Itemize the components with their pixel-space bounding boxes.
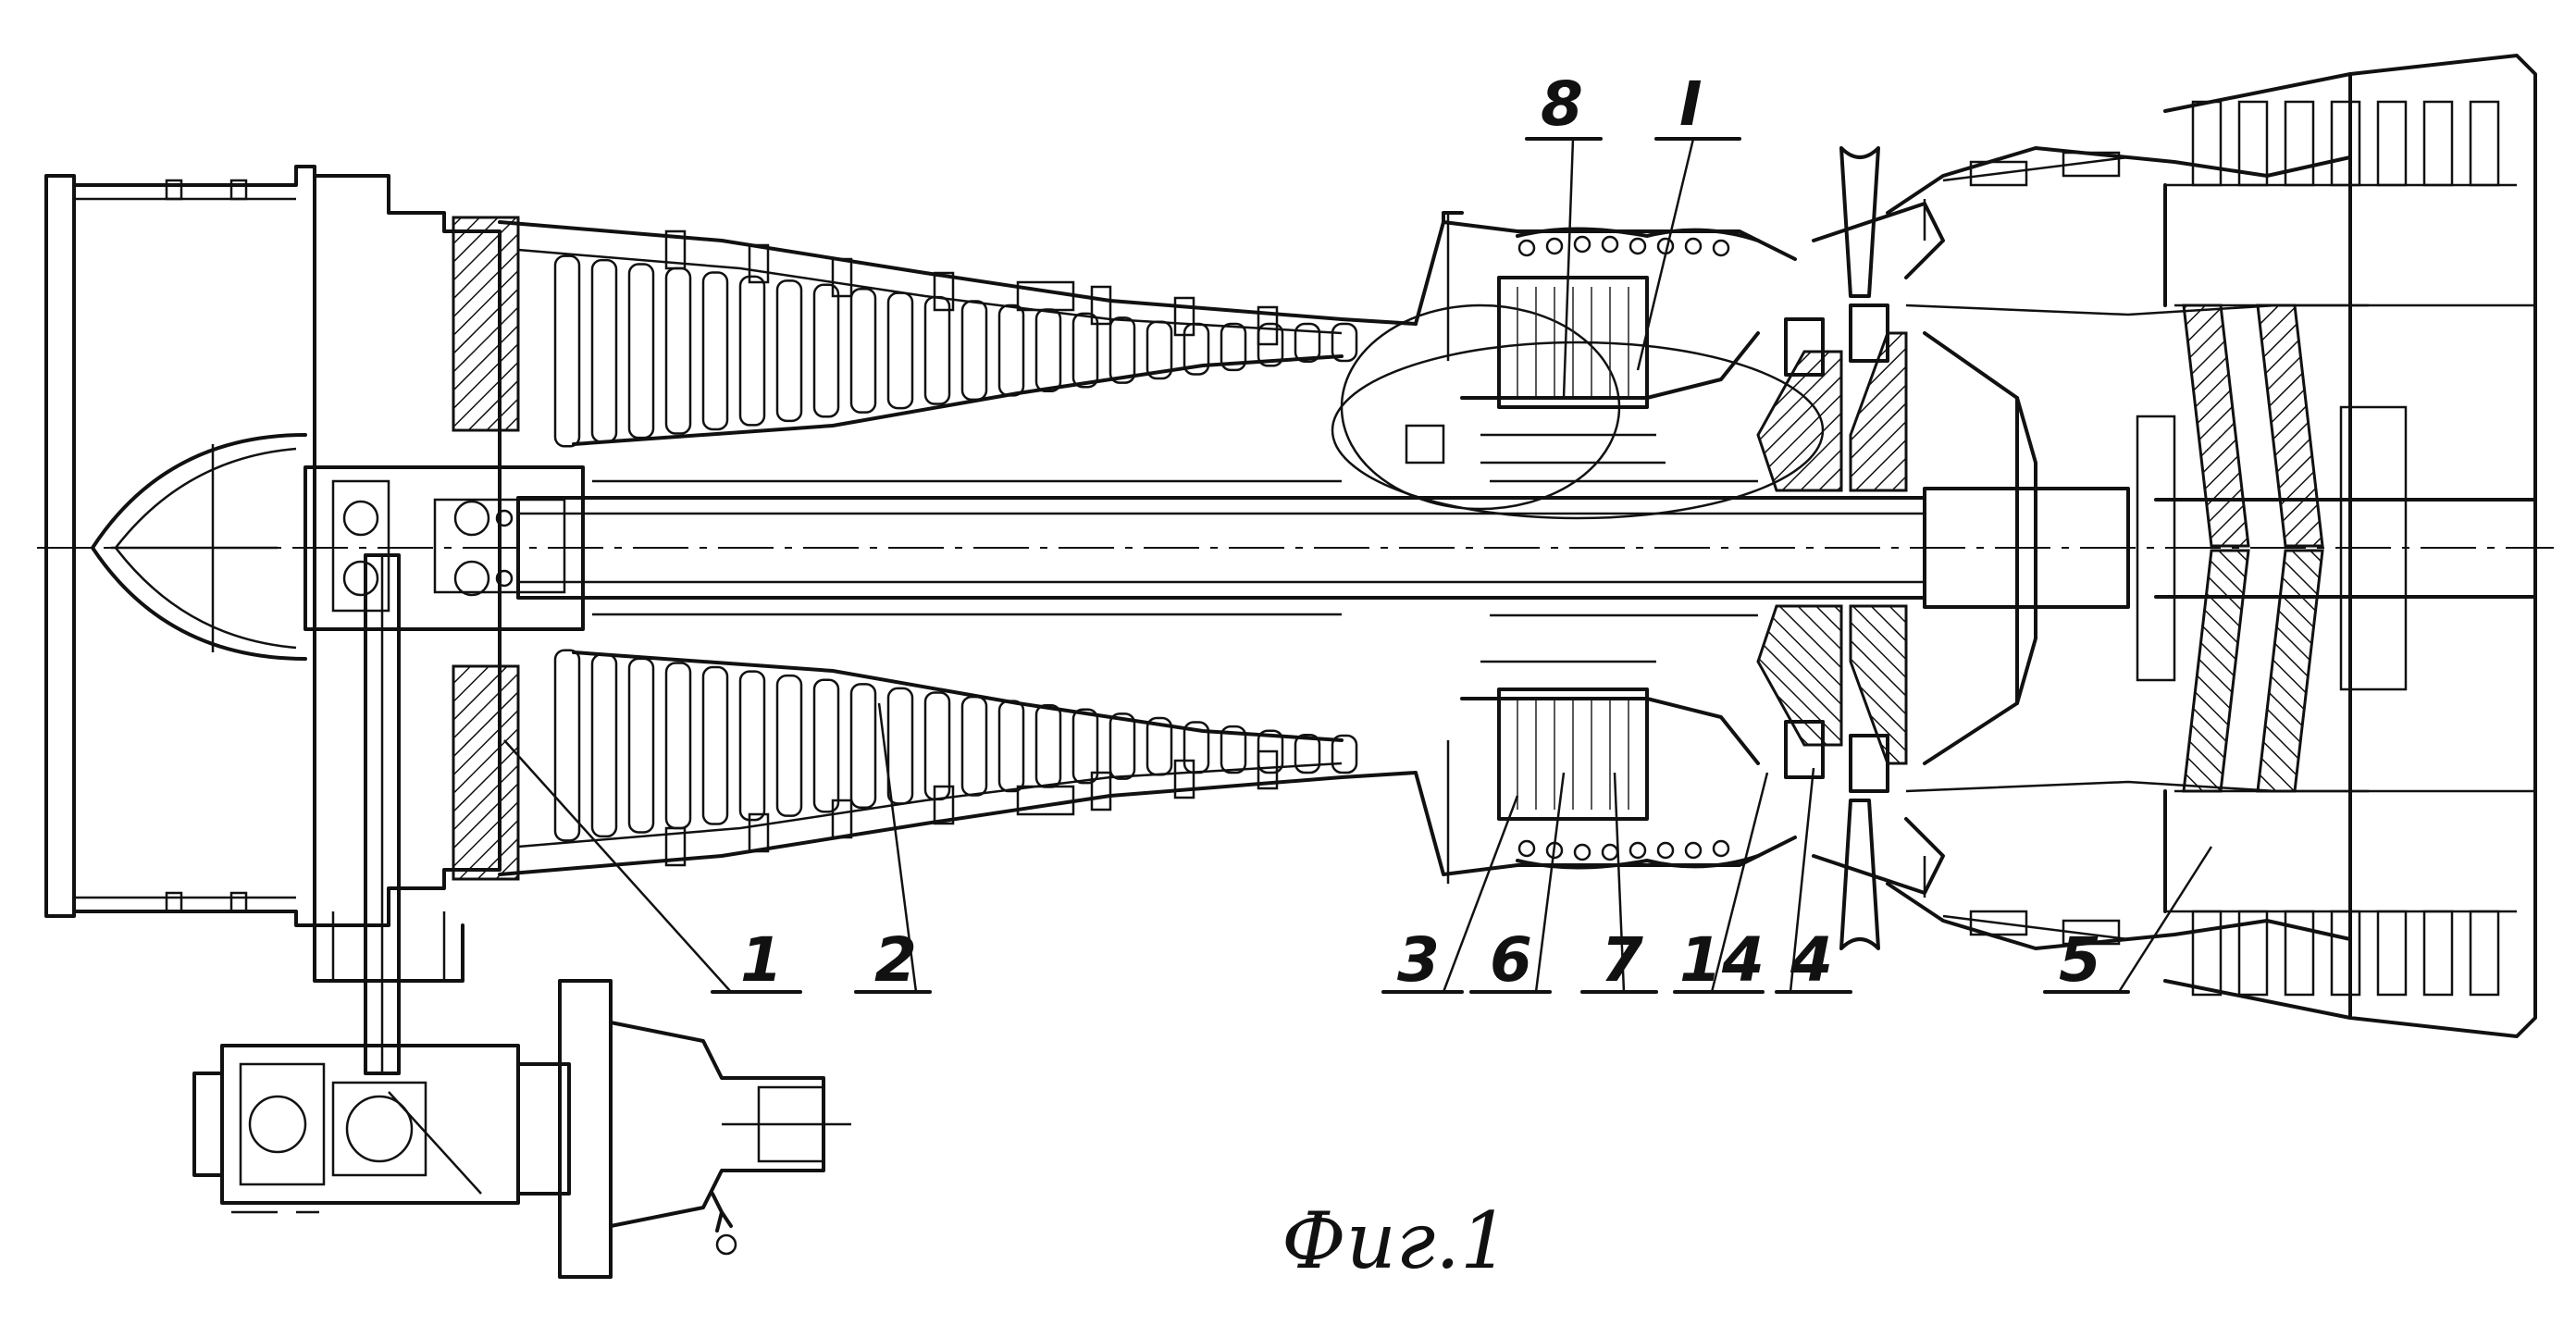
accessory-gearbox: [194, 981, 851, 1277]
pt-blade: [2332, 911, 2359, 995]
blade-upper: [851, 289, 875, 412]
blade-lower: [962, 697, 986, 795]
inlet-bellmouth: [46, 167, 315, 925]
blade-upper: [703, 272, 727, 429]
pt-blade: [2471, 911, 2498, 995]
blade-lower: [555, 650, 579, 841]
figure-caption: Фиг.1: [1282, 1196, 1509, 1286]
blade-upper: [777, 280, 801, 420]
blade-upper: [1036, 309, 1060, 390]
inlet-cone: [93, 435, 305, 659]
leader-I: [1638, 139, 1693, 370]
blade-upper: [629, 265, 653, 439]
blade-lower: [1036, 705, 1060, 787]
leader-lines: [504, 139, 2211, 992]
pt-blade: [2471, 102, 2498, 185]
blade-upper: [888, 293, 912, 408]
blade-upper: [814, 285, 838, 416]
label-5: 5: [2059, 924, 2101, 996]
pt-blade: [2378, 911, 2406, 995]
blade-lower: [629, 659, 653, 833]
label-I: I: [1679, 68, 1703, 140]
blade-upper: [592, 260, 616, 442]
pt-blade: [2332, 102, 2359, 185]
blade-upper: [666, 268, 690, 434]
pt-blade: [2193, 911, 2221, 995]
blade-upper: [925, 297, 949, 403]
blade-lower: [851, 684, 875, 807]
front-frame: [305, 176, 583, 925]
blade-lower: [999, 701, 1023, 791]
blade-lower: [777, 675, 801, 815]
label-7: 7: [1601, 924, 1643, 996]
blade-lower: [814, 680, 838, 811]
label-6: 6: [1490, 924, 1532, 996]
leader-6: [1536, 773, 1564, 992]
label-4: 4: [1790, 924, 1833, 996]
blade-upper: [555, 256, 579, 447]
combustion-chamber-lower: [1416, 615, 1795, 884]
blade-lower: [1110, 713, 1134, 778]
blade-upper: [740, 277, 764, 426]
pt-blade: [2193, 102, 2221, 185]
blade-upper: [1110, 317, 1134, 382]
label-3: 3: [1397, 924, 1440, 996]
accessory-drive-shaft: [315, 555, 463, 1073]
blade-lower: [740, 672, 764, 821]
label-8: 8: [1541, 68, 1583, 140]
pt-blade: [2424, 911, 2452, 995]
blade-lower: [592, 654, 616, 836]
blade-lower: [925, 692, 949, 799]
label-14: 14: [1679, 924, 1765, 996]
leader-1: [504, 740, 731, 992]
label-1: 1: [740, 924, 783, 996]
leader-8: [1564, 139, 1573, 398]
blade-upper: [999, 305, 1023, 395]
pt-blade: [2378, 102, 2406, 185]
blade-lower: [666, 663, 690, 828]
label-2: 2: [874, 924, 917, 996]
blade-upper: [962, 302, 986, 400]
blade-lower: [888, 688, 912, 803]
blade-lower: [703, 667, 727, 824]
pt-blade: [2424, 102, 2452, 185]
power-turbine: [2137, 56, 2535, 1036]
